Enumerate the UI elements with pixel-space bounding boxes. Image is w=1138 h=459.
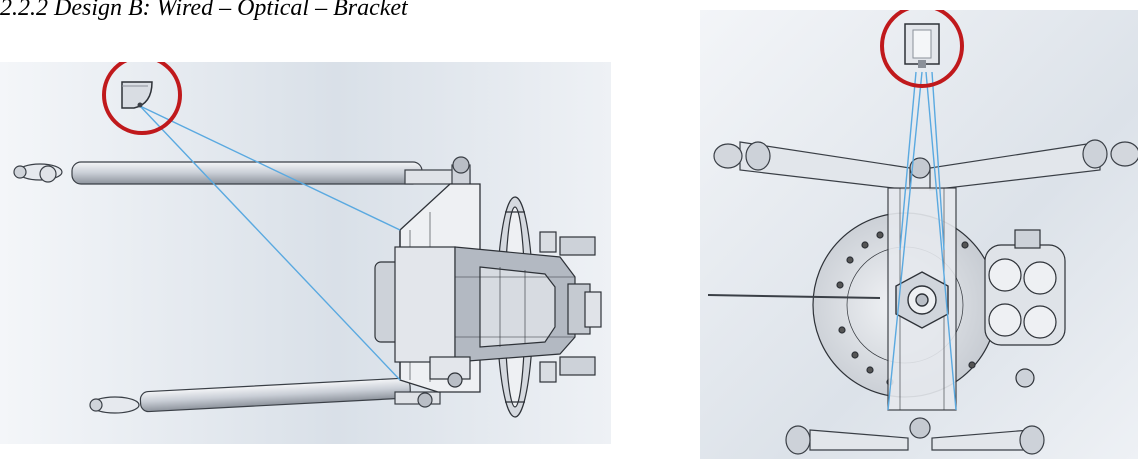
hub-nut bbox=[895, 271, 949, 329]
sensor-highlight-circle bbox=[880, 10, 964, 88]
lower-control-arms bbox=[785, 417, 1045, 455]
sensor-highlight-circle bbox=[102, 62, 182, 135]
optical-sensor-icon bbox=[121, 81, 153, 109]
front-view-figure bbox=[700, 10, 1138, 459]
upper-control-arms bbox=[713, 139, 1138, 191]
lower-control-arm bbox=[89, 377, 441, 414]
sensor-wire bbox=[707, 294, 881, 299]
section-heading: 2.2.2 Design B: Wired – Optical – Bracke… bbox=[0, 0, 408, 21]
wheel-hub bbox=[374, 231, 602, 388]
optical-beams bbox=[887, 71, 957, 411]
brake-caliper bbox=[984, 229, 1066, 388]
optical-beams bbox=[139, 105, 401, 381]
side-view-figure bbox=[0, 62, 611, 444]
optical-sensor-icon bbox=[904, 23, 940, 68]
upper-control-arm bbox=[13, 156, 471, 206]
